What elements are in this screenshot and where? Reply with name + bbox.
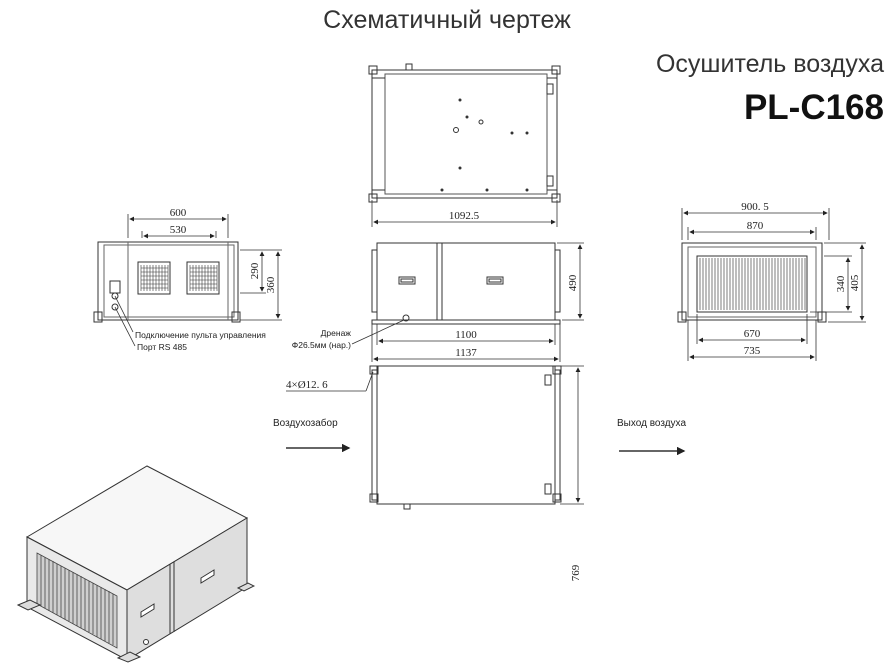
right-height-inner: 340 [835, 275, 847, 292]
left-view-dimensions [114, 214, 282, 347]
left-width-outer: 600 [170, 207, 187, 219]
air-inlet-label: Воздухозабор [273, 417, 338, 429]
top-view [368, 63, 561, 203]
air-outlet-label: Выход воздуха [617, 418, 686, 429]
isometric-view [25, 465, 249, 661]
top-width-label: 1092.5 [449, 210, 480, 222]
grille-width-outer: 735 [744, 345, 761, 357]
right-height-outer: 405 [849, 274, 861, 291]
front-width-outer: 1137 [455, 347, 477, 359]
isometric-handles [140, 569, 215, 645]
right-width-inner: 870 [747, 220, 764, 232]
front-view-dimensions [351, 242, 584, 362]
front-width-inner: 1100 [455, 329, 477, 341]
product-type: Осушитель воздуха [655, 50, 884, 78]
right-view-louvers [699, 258, 806, 310]
drain-size: Ф26.5мм (нар.) [292, 340, 351, 350]
page-title: Схематичный чертеж [323, 6, 571, 34]
mounting-holes-label: 4×Ø12. 6 [286, 379, 328, 391]
front-view [371, 242, 561, 325]
isometric-feet [16, 582, 256, 663]
right-width-outer: 900. 5 [741, 201, 769, 213]
left-height-inner: 290 [249, 262, 261, 279]
note-control: Подключение пульта управления [135, 330, 266, 340]
bottom-view [369, 365, 562, 510]
left-view-grille-left [140, 265, 169, 291]
note-port: Порт RS 485 [137, 342, 187, 352]
left-view [93, 241, 241, 323]
bottom-view-dimensions [286, 365, 584, 505]
grille-width-inner: 670 [744, 328, 761, 340]
top-view-dimensions [371, 200, 558, 227]
left-height-outer: 360 [265, 276, 277, 293]
drain-label: Дренаж [321, 328, 352, 338]
right-view [677, 242, 827, 323]
model-name: PL-C168 [743, 88, 884, 127]
left-width-inner: 530 [170, 224, 187, 236]
right-view-dimensions [681, 208, 866, 361]
isometric-louvers [36, 552, 118, 649]
bottom-depth: 769 [570, 564, 582, 581]
front-height: 490 [567, 274, 579, 291]
left-view-grille-right [189, 265, 218, 291]
